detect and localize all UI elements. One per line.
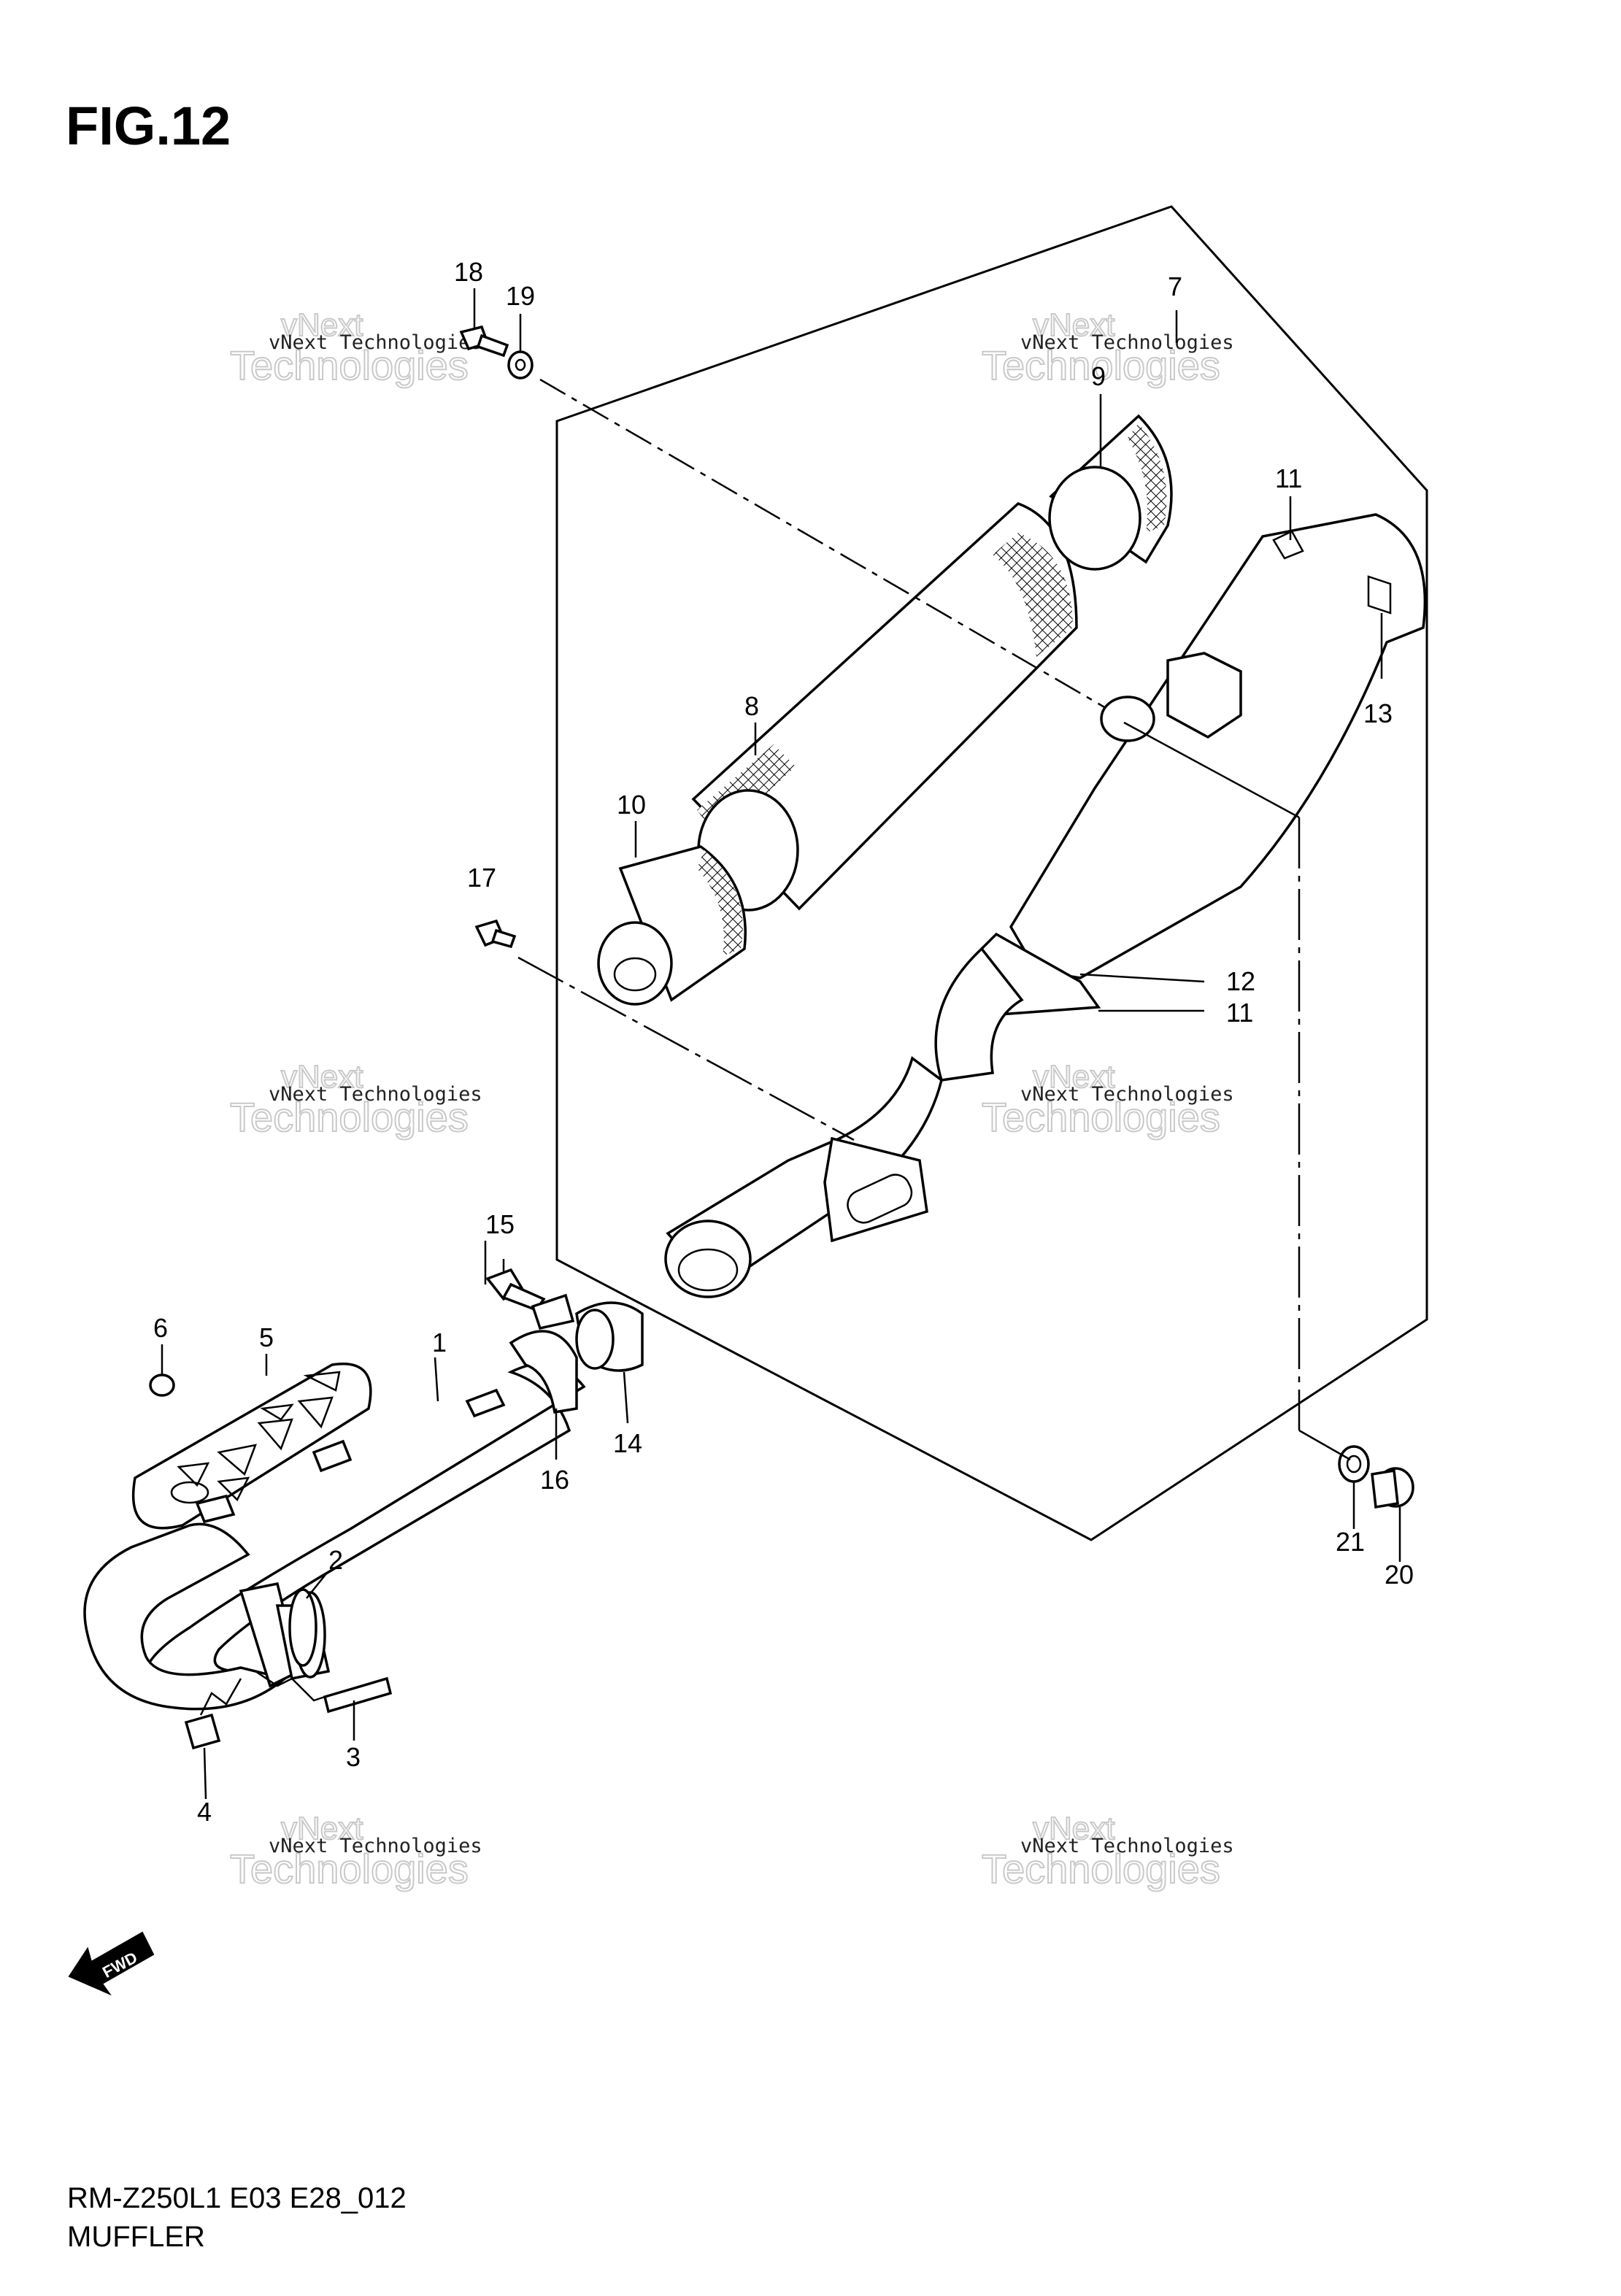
callouts: 1 2 3 4 5 6 7 8 9 10 11 11 12 13 14 15 1… (153, 257, 1414, 1827)
watermark-text: vNext Technologies (269, 1835, 482, 1857)
fwd-arrow-icon: FWD (68, 1931, 155, 1996)
callout-20: 20 (1385, 1560, 1414, 1590)
callout-21: 21 (1336, 1527, 1365, 1557)
callout-19: 19 (506, 281, 535, 311)
callout-18: 18 (454, 257, 483, 287)
callout-14: 14 (613, 1428, 642, 1458)
callout-15: 15 (485, 1209, 515, 1239)
watermarks: vNext Technologies vNext Technologies vN… (229, 307, 1234, 1892)
callout-5: 5 (259, 1322, 274, 1352)
leader-lines (161, 288, 1401, 1800)
callout-11-top: 11 (1275, 463, 1302, 493)
hardware (149, 325, 1414, 1750)
muffler-assembly-box (555, 205, 1428, 1541)
callout-16: 16 (540, 1465, 569, 1495)
callout-12: 12 (1226, 966, 1255, 996)
callout-6: 6 (153, 1313, 168, 1343)
heat-shield (131, 1363, 372, 1530)
callout-2: 2 (328, 1545, 343, 1575)
watermark-text: vNext Technologies (1020, 1835, 1234, 1857)
inner-cap (597, 845, 747, 1006)
section-name: MUFFLER (67, 2221, 205, 2253)
figure-title: FIG.12 (66, 96, 231, 156)
callout-8: 8 (744, 691, 759, 721)
callout-4: 4 (197, 1797, 212, 1827)
watermark-text: vNext Technologies (1020, 331, 1234, 354)
end-cap-cone (1048, 414, 1173, 571)
callout-1: 1 (432, 1328, 447, 1357)
model-code: RM-Z250L1 E03 E28_012 (67, 2182, 407, 2214)
watermark-text: vNext Technologies (269, 1083, 482, 1106)
watermark-text: vNext Technologies (1020, 1083, 1234, 1106)
muffler-assembled (664, 513, 1427, 1298)
callout-9: 9 (1091, 361, 1106, 391)
callout-17: 17 (467, 863, 496, 893)
watermark-text: vNext Technologies (269, 331, 482, 354)
callout-7: 7 (1168, 271, 1182, 301)
callout-3: 3 (346, 1742, 361, 1772)
callout-10: 10 (617, 790, 646, 820)
callout-13: 13 (1363, 698, 1393, 728)
callout-11-bottom: 11 (1226, 998, 1253, 1028)
